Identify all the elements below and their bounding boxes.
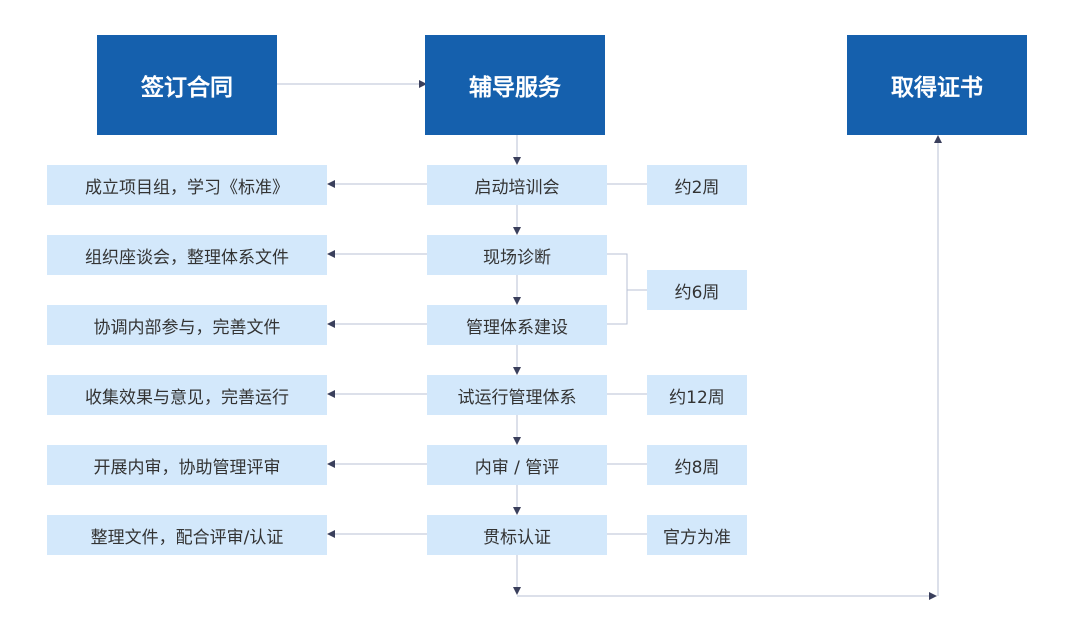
duration-1: 约2周	[647, 165, 747, 205]
duration-3: 约12周	[647, 375, 747, 415]
certificate-box: 取得证书	[847, 35, 1027, 135]
step-internal-audit: 内审 / 管评	[427, 445, 607, 485]
step-certification: 贯标认证	[427, 515, 607, 555]
step-trial-operation: 试运行管理体系	[427, 375, 607, 415]
step-kickoff-training: 启动培训会	[427, 165, 607, 205]
step-system-building: 管理体系建设	[427, 305, 607, 345]
duration-bracket-2	[607, 253, 628, 325]
side-task-5: 开展内审，协助管理评审	[47, 445, 327, 485]
side-task-4: 收集效果与意见，完善运行	[47, 375, 327, 415]
sign-contract-box: 签订合同	[97, 35, 277, 135]
duration-5: 官方为准	[647, 515, 747, 555]
side-task-3: 协调内部参与，完善文件	[47, 305, 327, 345]
side-task-1: 成立项目组，学习《标准》	[47, 165, 327, 205]
duration-4: 约8周	[647, 445, 747, 485]
consulting-box: 辅导服务	[425, 35, 605, 135]
step-onsite-diagnosis: 现场诊断	[427, 235, 607, 275]
side-task-2: 组织座谈会，整理体系文件	[47, 235, 327, 275]
duration-2: 约6周	[647, 270, 747, 310]
side-task-6: 整理文件，配合评审/认证	[47, 515, 327, 555]
